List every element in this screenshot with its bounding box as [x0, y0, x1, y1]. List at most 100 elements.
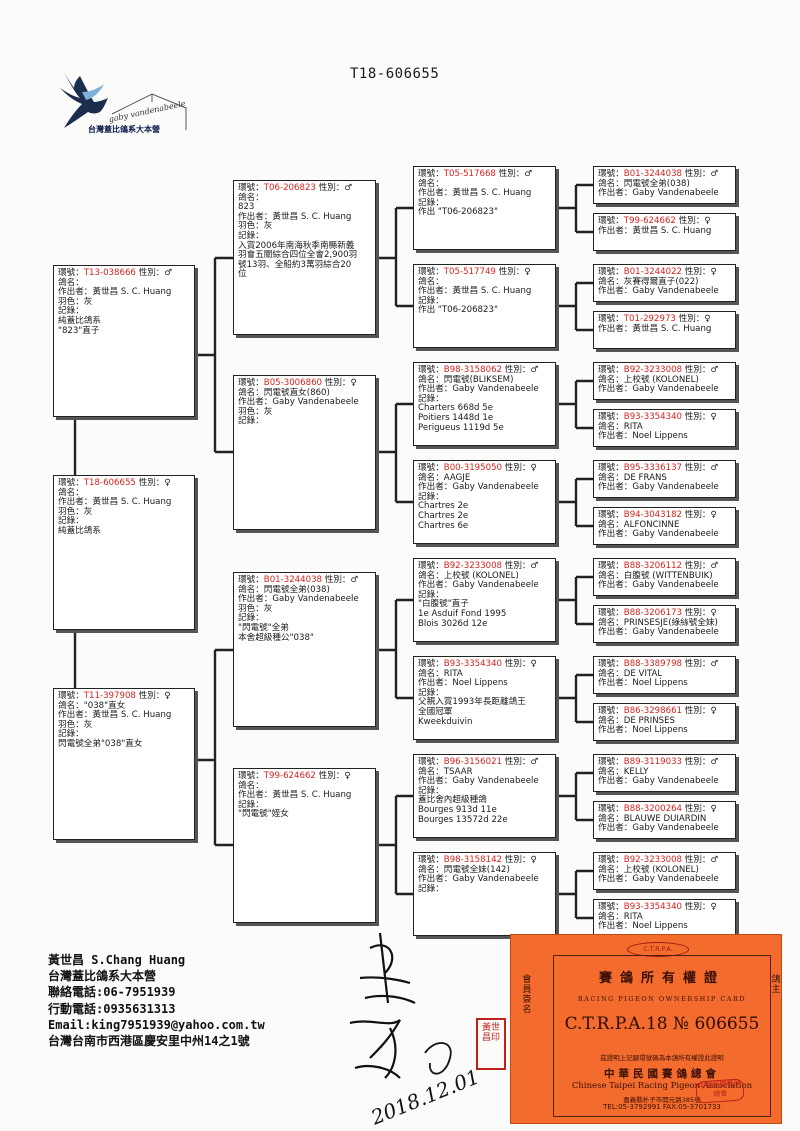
ring-line: 環號：B88-3206112 性別：♂ [598, 561, 731, 572]
ring-line: 環號：B98-3158062 性別：♂ [418, 365, 551, 376]
ring-line: 環號：T99-624662 性別：♀ [598, 216, 731, 227]
card-detail-line: 鴿名：閃電號(BLIKSEM) [418, 374, 514, 385]
sex-symbol: ♀ [530, 659, 537, 669]
card-detail-line: "823"直子 [58, 325, 100, 336]
ring-label: 環號： [598, 608, 624, 618]
ring-line: 環號：B92-3233008 性別：♂ [418, 561, 551, 572]
sex-symbol: ♀ [710, 902, 717, 912]
ring-label: 環號： [598, 169, 624, 179]
card-detail-line: 作出者：Gaby Vandenabeele [598, 188, 719, 199]
ring-number: T99-624662 [623, 216, 676, 226]
card-address: 嘉義縣朴子市開元路385號 [623, 1096, 701, 1104]
card-detail-line: 作出者：Gaby Vandenabeele [418, 482, 539, 493]
card-detail-line: 鴿名： [58, 277, 84, 288]
ring-number: B92-3233008 [623, 855, 683, 865]
contact-mobile: 行動電話:0935631313 [48, 1001, 176, 1016]
card-detail-line: 記錄： [418, 197, 444, 208]
gen4-card: 環號：B92-3233008 性別：♂鴿名：上校號 (KOLONEL)作出者：G… [593, 852, 736, 890]
sex-label: 性別： [315, 183, 345, 193]
card-detail-line: 作出者：黃世昌 S. C. Huang [58, 287, 172, 298]
sex-label: 性別： [502, 855, 531, 865]
card-detail-line: 純蓋比鴿系 [58, 315, 101, 326]
card-detail-line: Bourges 13572d 22e [418, 814, 508, 825]
sex-symbol: ♀ [350, 378, 357, 388]
gen2-card: 環號：B05-3006860 性別：♀鴿名：閃電號直女(860)作出者：Gaby… [233, 375, 376, 530]
card-detail-line: 鴿名：上校號 (KOLONEL) [418, 570, 519, 581]
card-phone: TEL:05-3792991 FAX:05-3701733 [603, 1103, 721, 1111]
card-detail-line: 鴿名：RITA [598, 911, 643, 922]
ring-number: B92-3233008 [623, 365, 683, 375]
card-detail-line: 作出者：黃世昌 S. C. Huang [58, 497, 172, 508]
card-detail-line: 作出者：Gaby Vandenabeele [598, 627, 719, 638]
sex-symbol: ♀ [164, 478, 171, 488]
card-detail-line: 作出者：黃世昌 S. C. Huang [598, 323, 712, 334]
sex-symbol: ♀ [710, 267, 717, 277]
card-detail-line: 作出者：黃世昌 S. C. Huang [598, 225, 712, 236]
sex-label: 性別： [682, 706, 711, 716]
ring-label: 環號： [58, 691, 84, 701]
card-detail-line: 作出 "T06-206823" [418, 305, 498, 316]
card-detail-line: 記錄： [418, 393, 444, 404]
sex-label: 性別： [502, 463, 531, 473]
ring-line: 環號：T13-038666 性別：♂ [58, 268, 190, 279]
sex-label: 性別： [495, 169, 525, 179]
card-detail-line: 記錄： [418, 687, 444, 698]
ring-number: B01-3244038 [623, 169, 683, 179]
ring-number: B98-3158062 [443, 365, 503, 375]
card-detail-line: 作出者：Gaby Vandenabeele [598, 384, 719, 395]
ring-label: 環號： [598, 706, 624, 716]
ring-number: T11-397908 [83, 691, 136, 701]
contact-email: Email:king7951939@yahoo.com.tw [48, 1017, 265, 1032]
ring-label: 環號： [598, 804, 624, 814]
card-detail-line: 父親入賞1993年長距離鴿王 [418, 697, 526, 708]
ring-line: 環號：B93-3354340 性別：♀ [598, 902, 731, 913]
sex-symbol: ♂ [710, 365, 719, 375]
gen2-card: 環號：B01-3244038 性別：♂鴿名：閃電號全弟(038)作出者：Gaby… [233, 572, 376, 727]
ring-label: 環號： [598, 510, 624, 520]
card-detail-line: 作出者：Noel Lippens [598, 921, 688, 932]
card-detail-line: 作出者：Noel Lippens [598, 725, 688, 736]
gen4-card: 環號：B92-3233008 性別：♂鴿名：上校號 (KOLONEL)作出者：G… [593, 362, 736, 400]
pigeon-icon [60, 70, 187, 130]
gen3-card: 環號：T05-517668 性別：♂鴿名：作出者：黃世昌 S. C. Huang… [413, 166, 556, 250]
card-detail-line: 鴿名：閃電號全妹(142) [418, 864, 510, 875]
handwritten-signature: 2018.12.01 [349, 932, 483, 1128]
card-detail-line: 作出者：Gaby Vandenabeele [598, 874, 719, 885]
card-detail-line: 記錄： [418, 785, 444, 796]
subject-card: 環號：T18-606655 性別：♀鴿名：作出者：黃世昌 S. C. Huang… [53, 475, 195, 630]
card-detail-line: 羽色：灰 [58, 506, 93, 517]
card-side-label-right: 鴿主 [771, 975, 781, 995]
card-detail-line: 記錄： [58, 729, 84, 740]
sex-symbol: ♂ [710, 463, 719, 473]
card-detail-line: 入賞2006年南海秋季南縣新義 [238, 240, 355, 251]
logo-caption: 台灣蓋比鴿系大本營 [88, 124, 160, 134]
sex-label: 性別： [135, 691, 165, 701]
card-detail-line: 本舍超級種公"038" [238, 632, 314, 643]
card-detail-line: 鴿名：閃電號直女(860) [238, 387, 330, 398]
sex-symbol: ♂ [710, 855, 719, 865]
ring-line: 環號：B88-3206173 性別：♀ [598, 608, 731, 619]
gen4-card: 環號：B88-3206173 性別：♀鴿名：PRINSESJE(綠絲號全妹)作出… [593, 605, 736, 643]
ring-number: B93-3354340 [623, 412, 683, 422]
card-detail-line: 鴿名："038"直女 [58, 700, 126, 711]
card-detail-line: 作出者：Gaby Vandenabeele [418, 580, 539, 591]
ring-label: 環號： [418, 267, 444, 277]
card-detail-line: "閃電號"姪女 [238, 809, 289, 820]
card-detail-line: 鴿名：RITA [418, 668, 463, 679]
card-detail-line: 作出 "T06-206823" [418, 207, 498, 218]
ring-line: 環號：T18-606655 性別：♀ [58, 478, 190, 489]
card-detail-line: 羽色：灰 [238, 406, 273, 417]
card-detail-line: 鴿名：PRINSESJE(綠絲號全妹) [598, 617, 718, 628]
card-detail-line: 位 [238, 269, 247, 280]
ring-line: 環號：T05-517749 性別：♀ [418, 267, 551, 278]
card-detail-line: 鴿名：KELLY [598, 766, 649, 777]
card-detail-line: 作出者：Gaby Vandenabeele [598, 482, 719, 493]
ring-line: 環號：B92-3233008 性別：♂ [598, 855, 731, 866]
ring-number: T13-038666 [83, 268, 136, 278]
card-detail-line: 作出者：黃世昌 S. C. Huang [418, 286, 532, 297]
sire-card: 環號：T13-038666 性別：♂鴿名：作出者：黃世昌 S. C. Huang… [53, 265, 195, 417]
